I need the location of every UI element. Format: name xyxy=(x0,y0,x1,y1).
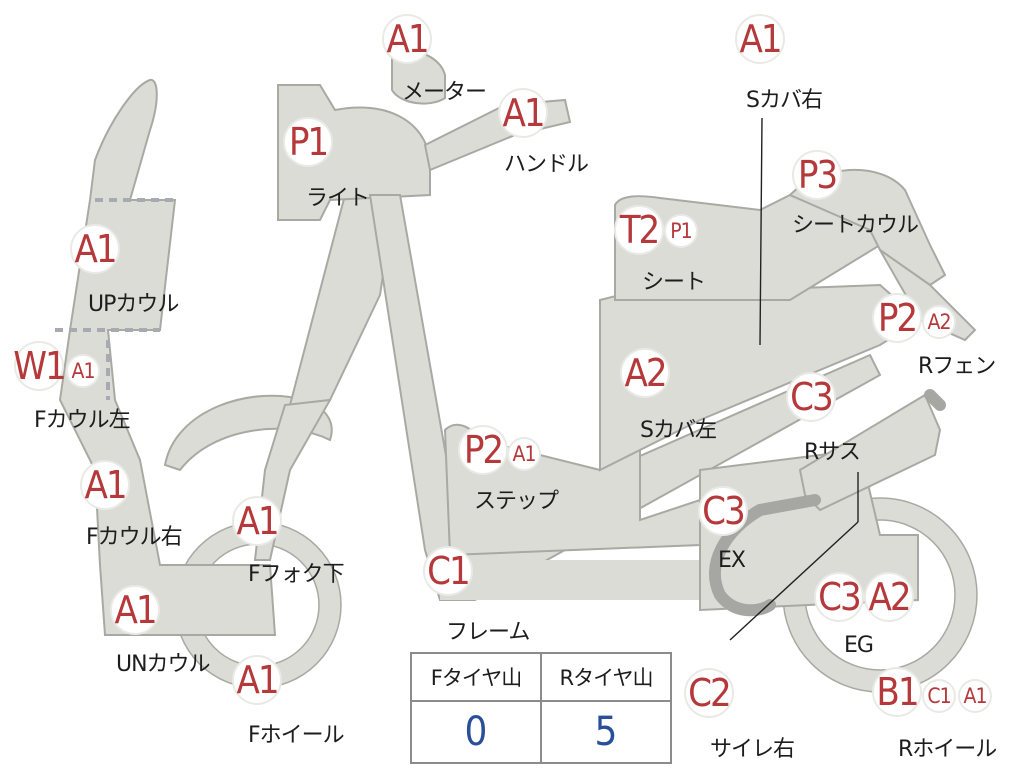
light-badge: P1 xyxy=(283,117,333,167)
eg-c-badge: C3 xyxy=(814,572,864,622)
r-wheel-c-badge: C1 xyxy=(922,679,956,713)
f-wheel-label: Fホイール xyxy=(248,723,345,748)
f-cowl-left-w-badge: W1 xyxy=(13,341,67,391)
front-tire-header: Fタイヤ山 xyxy=(410,652,542,702)
frame-badge: C1 xyxy=(423,546,473,596)
seat-cowl-badge: P3 xyxy=(792,150,842,200)
f-cowl-left-label: Fカウル左 xyxy=(34,408,131,433)
r-sus-label: Rサス xyxy=(804,440,861,465)
rear-tire-header: Rタイヤ山 xyxy=(540,652,672,702)
front-tire-value: 0 xyxy=(410,700,542,764)
eg-a-badge: A2 xyxy=(864,572,914,622)
un-cowl-label: UNカウル xyxy=(116,652,211,677)
handle-badge: A1 xyxy=(498,88,548,138)
r-wheel-b-badge: B1 xyxy=(872,667,922,717)
s-cover-right-badge: A1 xyxy=(735,14,785,64)
step-label: ステップ xyxy=(474,489,559,514)
rear-tire-value: 5 xyxy=(540,700,672,764)
seat-label: シート xyxy=(642,270,706,295)
seat-p-badge: P1 xyxy=(664,214,698,248)
seat-t-badge: T2 xyxy=(614,205,664,255)
f-fork-lower-label: Fフォク下 xyxy=(248,562,345,587)
r-fender-a-badge: A2 xyxy=(922,305,956,339)
silencer-right-badge: C2 xyxy=(684,668,734,718)
silencer-right-label: サイレ右 xyxy=(710,737,795,762)
frame-label: フレーム xyxy=(446,620,530,645)
eg-label: EG xyxy=(844,633,874,658)
r-wheel-a-badge: A1 xyxy=(958,679,992,713)
f-cowl-left-a-badge: A1 xyxy=(66,354,100,388)
f-cowl-right-label: Fカウル右 xyxy=(86,525,183,550)
ex-badge: C3 xyxy=(698,486,748,536)
r-sus-badge: C3 xyxy=(786,372,836,422)
meter-label: メーター xyxy=(402,80,487,105)
s-cover-left-label: Sカバ左 xyxy=(640,418,717,443)
un-cowl-badge: A1 xyxy=(110,585,160,635)
r-wheel-label: Rホイール xyxy=(898,737,997,762)
ex-label: EX xyxy=(718,548,746,573)
f-wheel-badge: A1 xyxy=(232,655,282,705)
up-cowl-badge: A1 xyxy=(70,224,120,274)
r-fender-label: Rフェン xyxy=(918,354,996,379)
f-fork-lower-badge: A1 xyxy=(232,496,282,546)
seat-cowl-label: シートカウル xyxy=(792,213,919,238)
meter-badge: A1 xyxy=(382,14,432,64)
r-fender-p-badge: P2 xyxy=(872,293,922,343)
tire-tread-table: Fタイヤ山 Rタイヤ山 0 5 xyxy=(410,652,672,764)
up-cowl-label: UPカウル xyxy=(88,292,179,317)
step-p-badge: P2 xyxy=(458,425,508,475)
step-a-badge: A1 xyxy=(507,437,541,471)
f-cowl-right-badge: A1 xyxy=(80,460,130,510)
s-cover-left-badge: A2 xyxy=(620,348,670,398)
s-cover-right-label: Sカバ右 xyxy=(746,88,823,113)
handle-label: ハンドル xyxy=(504,152,589,177)
light-label: ライト xyxy=(306,186,370,211)
